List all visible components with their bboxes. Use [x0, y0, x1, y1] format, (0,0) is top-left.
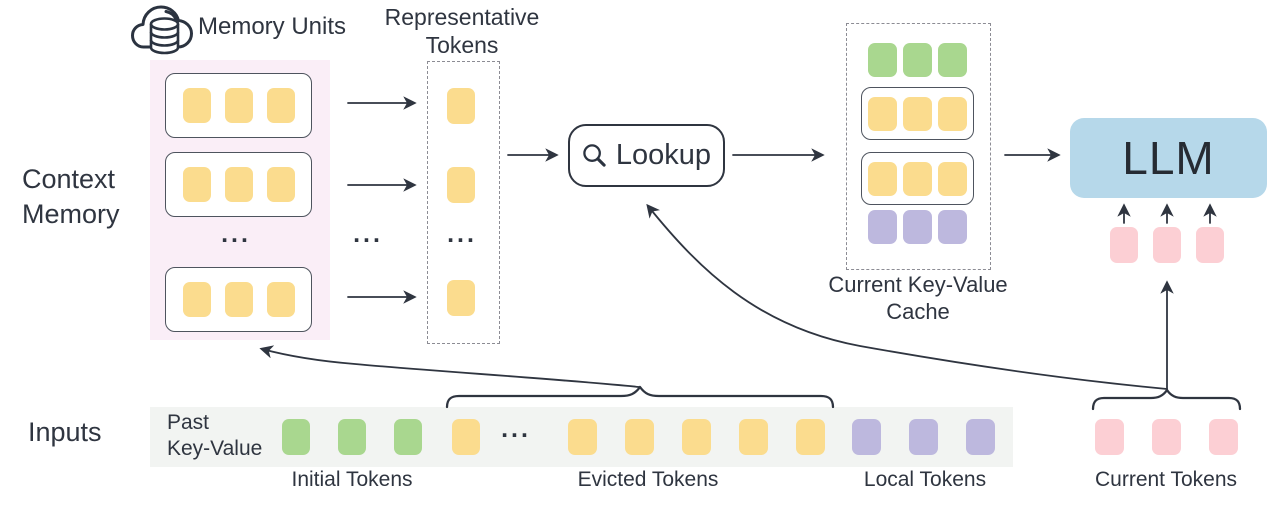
yellow-token: [868, 161, 897, 196]
local-tokens-label: Local Tokens: [863, 468, 987, 491]
memory-units-cloud-db-icon: [130, 2, 194, 58]
cache-initial-row: [868, 43, 967, 77]
purple-token: [868, 210, 897, 244]
green-token: [282, 419, 310, 455]
yellow-token: [266, 282, 295, 317]
llm-label: LLM: [1122, 132, 1215, 184]
context-memory-panel: [150, 60, 330, 340]
context-memory-label: Context Memory: [22, 164, 120, 229]
pink-token: [1152, 419, 1181, 455]
evicted-tokens-label: Evicted Tokens: [577, 468, 719, 491]
pink-token: [1153, 227, 1181, 263]
pink-token: [1209, 419, 1238, 455]
evicted-token-first: [452, 419, 480, 455]
arrows-ellipsis: ...: [353, 220, 383, 248]
purple-token: [966, 419, 995, 455]
yellow-token: [903, 161, 932, 196]
purple-token: [852, 419, 881, 455]
pink-token: [1095, 419, 1124, 455]
representative-tokens-box: [427, 61, 500, 344]
initial-tokens-group: [282, 419, 422, 455]
memory-unit: [165, 73, 312, 138]
pink-token: [1110, 227, 1138, 263]
representative-token: [447, 280, 475, 316]
evicted-tokens-brace: [445, 385, 835, 409]
memory-unit: [165, 267, 312, 332]
yellow-token: [447, 88, 475, 124]
evicted-tokens-group: [568, 419, 825, 455]
yellow-token: [266, 167, 295, 202]
yellow-token: [938, 161, 967, 196]
green-token: [338, 419, 366, 455]
yellow-token: [224, 282, 253, 317]
cache-memory-unit-row: [861, 152, 974, 205]
llm-input-tokens: [1110, 227, 1224, 263]
current-tokens-group: [1095, 419, 1238, 455]
yellow-token: [447, 167, 475, 203]
current-kv-cache-label: Current Key-Value Cache: [828, 272, 1008, 324]
memory-unit-tokens: [182, 88, 295, 123]
inputs-label: Inputs: [28, 417, 102, 447]
yellow-token: [868, 96, 897, 131]
yellow-token: [182, 282, 211, 317]
yellow-token: [938, 96, 967, 131]
representative-token: [447, 167, 475, 203]
yellow-token: [568, 419, 597, 455]
memory-units-label: Memory Units: [198, 13, 347, 40]
green-token: [868, 43, 897, 77]
representative-tokens-label: Representative Tokens: [384, 4, 540, 58]
yellow-token: [682, 419, 711, 455]
search-icon: [583, 144, 606, 167]
memory-unit-tokens: [182, 167, 295, 202]
yellow-token: [182, 88, 211, 123]
green-token: [938, 43, 967, 77]
memory-unit-tokens: [182, 282, 295, 317]
green-token: [394, 419, 422, 455]
yellow-token: [266, 88, 295, 123]
current-tokens-brace: [1091, 388, 1242, 411]
purple-token: [938, 210, 967, 244]
strip-ellipsis: ...: [501, 415, 531, 443]
cache-local-row: [868, 210, 967, 244]
initial-tokens-label: Initial Tokens: [291, 468, 413, 491]
yellow-token: [452, 419, 480, 455]
yellow-token: [447, 280, 475, 316]
cache-memory-unit-row: [861, 87, 974, 140]
purple-token: [909, 419, 938, 455]
local-tokens-group: [852, 419, 995, 455]
cache-unit-tokens: [868, 96, 967, 131]
cache-unit-tokens: [868, 161, 967, 196]
current-tokens-label: Current Tokens: [1094, 468, 1238, 491]
yellow-token: [903, 96, 932, 131]
purple-token: [903, 210, 932, 244]
green-token: [903, 43, 932, 77]
representative-token: [447, 88, 475, 124]
yellow-token: [224, 88, 253, 123]
yellow-token: [625, 419, 654, 455]
arrow-evicted-to-memory: [259, 345, 640, 388]
yellow-token: [182, 167, 211, 202]
memory-ellipsis: ...: [221, 220, 251, 248]
yellow-token: [224, 167, 253, 202]
memory-unit: [165, 152, 312, 217]
pink-token: [1196, 227, 1224, 263]
lookup-box: Lookup: [568, 124, 725, 187]
llm-box: LLM: [1070, 118, 1267, 198]
yellow-token: [796, 419, 825, 455]
representative-ellipsis: ...: [447, 220, 477, 248]
yellow-token: [739, 419, 768, 455]
lookup-label: Lookup: [615, 139, 712, 171]
past-key-value-label: Past Key-Value: [167, 411, 263, 460]
current-kv-cache-box: [846, 23, 991, 270]
